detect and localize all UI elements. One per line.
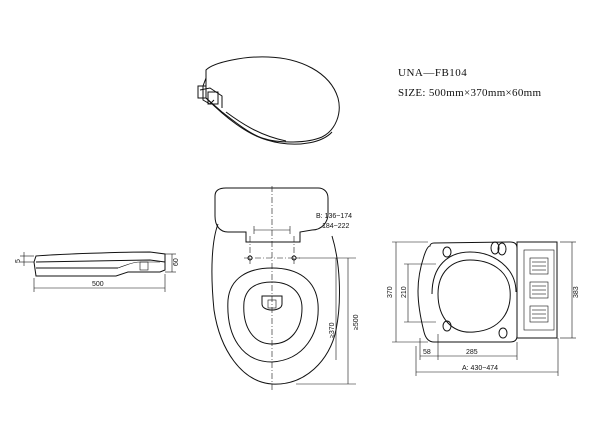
side-step-dim: 5 [15,259,22,263]
bottom-left-dim: 58 [423,349,431,356]
side-length-dim: 500 [92,281,104,288]
front-outer-dim: ≥500 [353,314,360,330]
bottom-height-inner-dim: 210 [401,286,408,298]
bottom-width-range-dim: A: 430~474 [462,365,498,372]
c-range-dim: 184~222 [322,223,350,230]
isometric-view [197,56,340,145]
side-height-dim: 60 [173,258,180,266]
front-inner-dim: ≥370 [329,322,336,338]
side-view: 60 5 500 [15,251,180,292]
bottom-height-right-dim: 383 [573,286,580,298]
bottom-inner-width-dim: 285 [466,349,478,356]
title-block: UNA—FB104 SIZE: 500mm×370mm×60mm [398,66,541,100]
model-number: UNA—FB104 [398,67,468,79]
size-spec: SIZE: 500mm×370mm×60mm [398,87,542,99]
bottom-view: 370 210 383 58 285 A: 430~474 [387,241,580,376]
bottom-height-outer-dim: 370 [387,286,394,298]
b-range-dim: B: 136~174 [316,213,352,220]
top-view: B: 136~174 184~222 ≥370 ≥500 [211,186,360,390]
